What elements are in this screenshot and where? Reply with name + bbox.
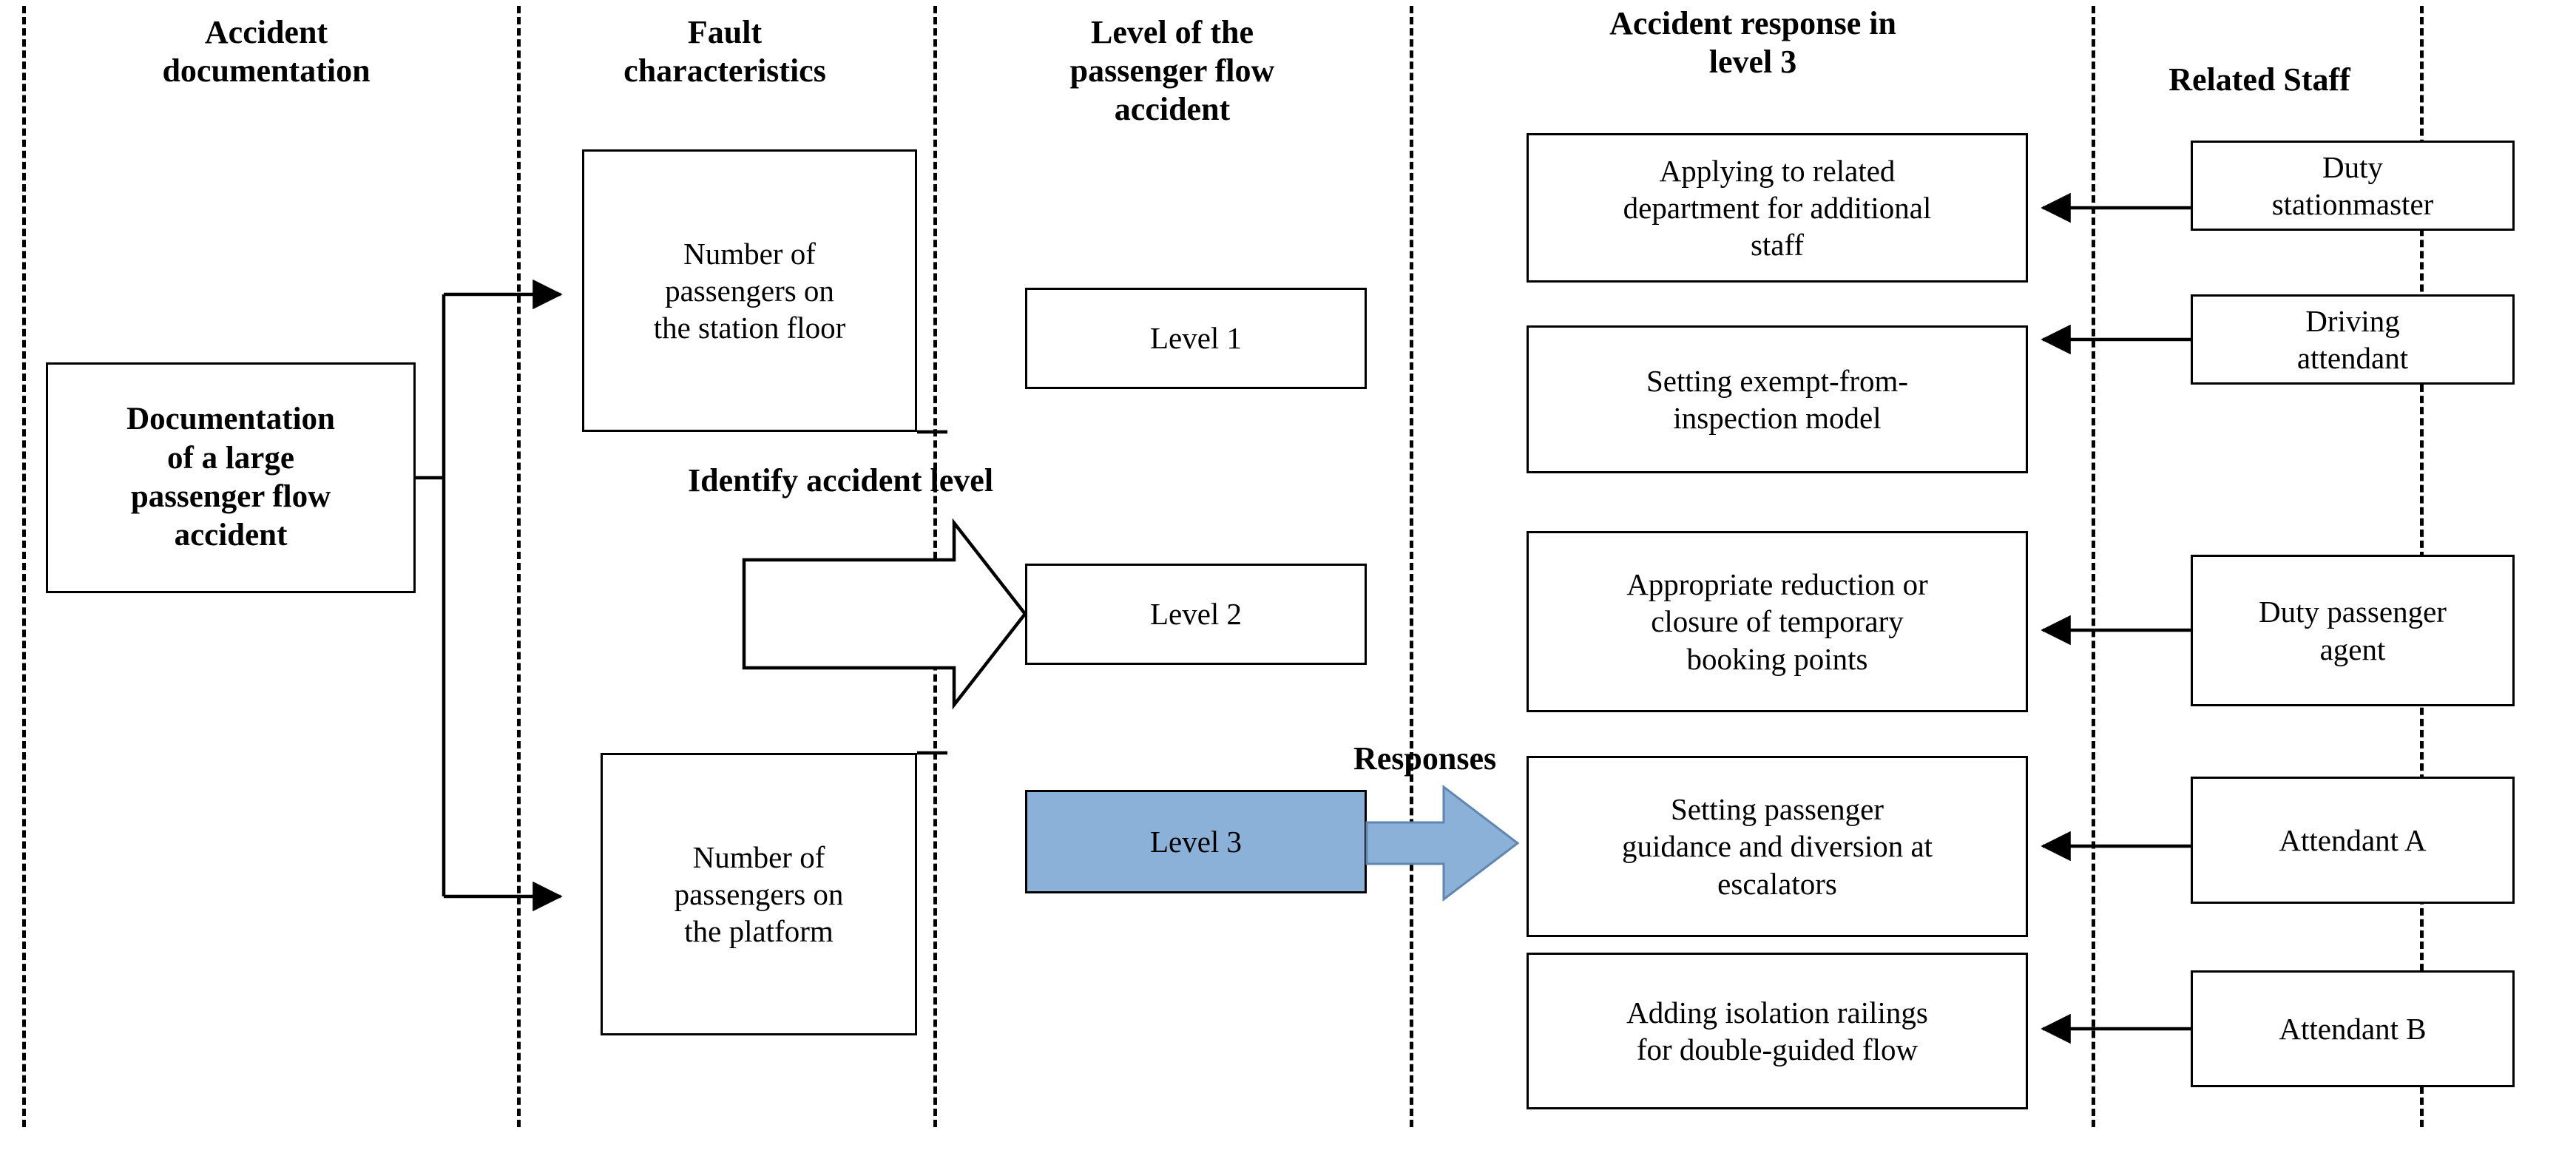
lane-divider-0: [22, 6, 26, 1127]
response-box-additional-staff[interactable]: Applying to related department for addit…: [1527, 133, 2028, 283]
responses-block-arrow[interactable]: [1365, 784, 1520, 902]
lane-divider-2: [933, 6, 937, 1127]
staff-box-driving-attendant[interactable]: Driving attendant: [2191, 294, 2515, 385]
fault-box-station-floor[interactable]: Number of passengers on the station floo…: [582, 149, 917, 432]
responses-label: Responses: [1353, 740, 1497, 777]
column-header-level-of-accident: Level of the passenger flow accident: [1069, 14, 1275, 127]
identify-level-block-arrow[interactable]: [742, 518, 1027, 710]
response-box-exempt-inspection[interactable]: Setting exempt-from- inspection model: [1527, 325, 2028, 473]
response-box-isolation-railings[interactable]: Adding isolation railings for double-gui…: [1527, 953, 2028, 1109]
staff-box-attendant-b[interactable]: Attendant B: [2191, 970, 2515, 1087]
column-header-accident-response: Accident response in level 3: [1609, 5, 1896, 80]
column-header-related-staff: Related Staff: [2168, 61, 2350, 98]
staff-box-duty-stationmaster[interactable]: Duty stationmaster: [2191, 141, 2515, 231]
lane-divider-4: [2092, 6, 2095, 1127]
lane-divider-3: [1410, 6, 1413, 1127]
connector-staff-to-responses: [2041, 192, 2191, 1044]
lane-divider-1: [517, 6, 521, 1127]
identify-accident-level-label: Identify accident level: [688, 462, 994, 498]
column-header-accident-documentation: Accident documentation: [162, 14, 371, 89]
level-box-3[interactable]: Level 3: [1025, 790, 1367, 893]
connector-source-to-fault: [416, 279, 563, 912]
staff-box-duty-passenger-agent[interactable]: Duty passenger agent: [2191, 555, 2515, 706]
column-header-fault-characteristics: Fault characteristics: [623, 14, 826, 89]
source-documentation-box[interactable]: Documentation of a large passenger flow …: [46, 362, 416, 593]
response-box-booking-points[interactable]: Appropriate reduction or closure of temp…: [1527, 531, 2028, 712]
level-box-1[interactable]: Level 1: [1025, 288, 1367, 389]
staff-box-attendant-a[interactable]: Attendant A: [2191, 777, 2515, 904]
level-box-2[interactable]: Level 2: [1025, 564, 1367, 665]
response-box-escalator-guidance[interactable]: Setting passenger guidance and diversion…: [1527, 756, 2028, 937]
fault-box-platform[interactable]: Number of passengers on the platform: [601, 753, 917, 1035]
